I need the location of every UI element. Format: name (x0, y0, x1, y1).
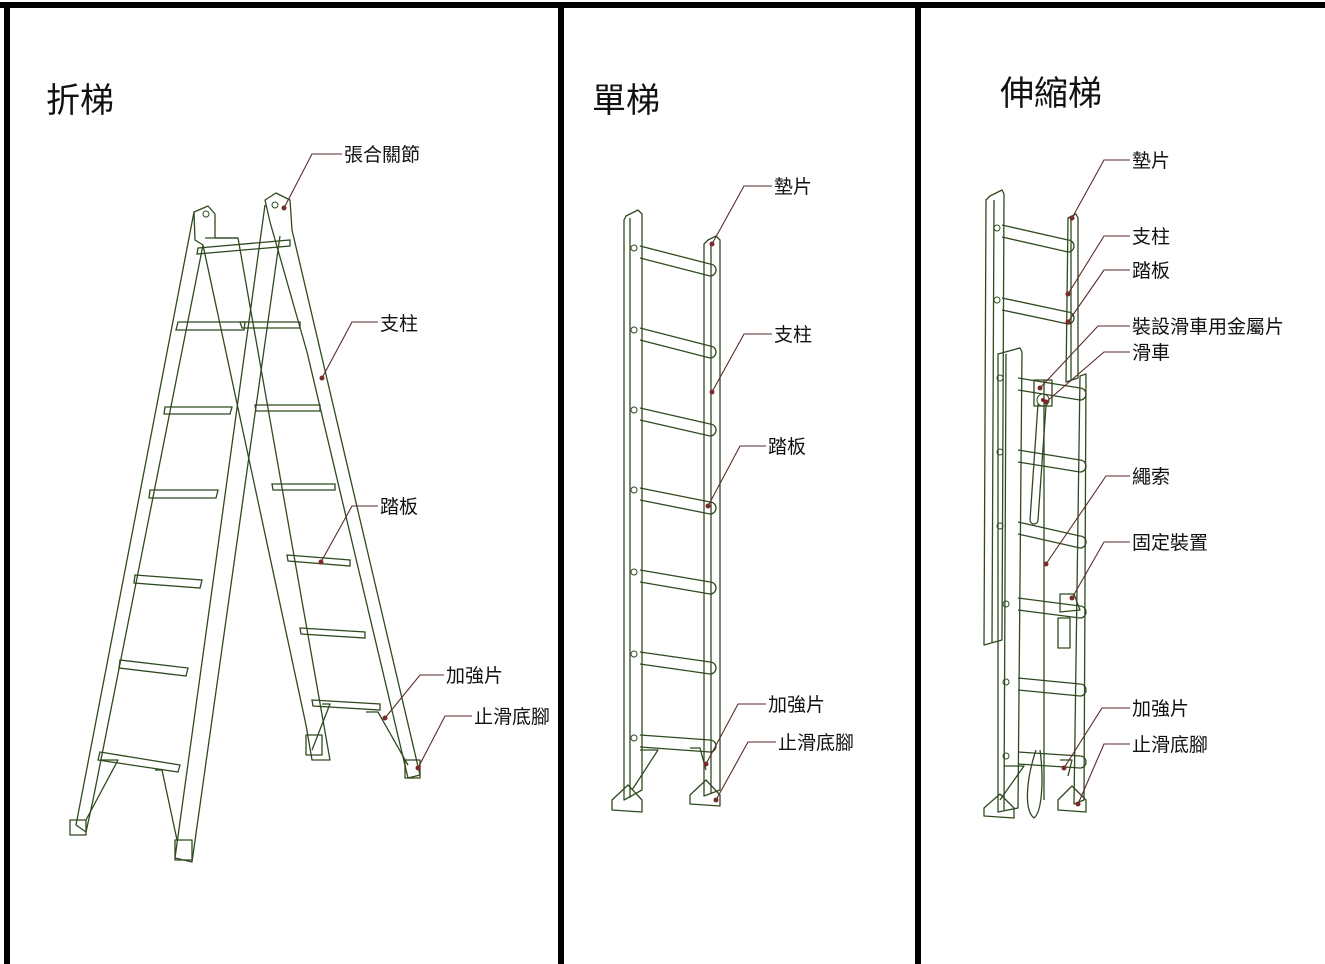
panel-title-folding: 折梯 (46, 81, 114, 121)
fly-right-rail (1065, 213, 1079, 383)
front-left-foot (69, 819, 87, 836)
panel-single-ladder: 單梯 (592, 81, 854, 813)
label-brace-ext: 加強片 (1132, 698, 1189, 720)
front-step-3 (148, 489, 219, 499)
front-right-rail (264, 192, 421, 779)
single-left-rail (623, 209, 643, 801)
ext-right-brace (1060, 759, 1073, 777)
front-right-brace (155, 769, 178, 841)
callout-pulley: 滑車 (1043, 342, 1170, 405)
label-step-ext: 踏板 (1132, 260, 1170, 282)
front-left-brace (85, 759, 119, 821)
panel-title-extension: 伸縮梯 (1000, 74, 1102, 114)
back-right-rail (193, 205, 331, 761)
callout-hinge: 張合關節 (281, 144, 420, 211)
callout-brace-ext: 加強片 (1061, 698, 1189, 771)
rope-upper (1029, 403, 1047, 525)
callout-pad-single: 墊片 (709, 176, 812, 247)
base-rungs (996, 374, 1087, 769)
back-step-7 (311, 699, 381, 711)
label-rope: 繩索 (1132, 466, 1170, 488)
lock-plate (1057, 617, 1071, 649)
back-left-rail (75, 211, 204, 833)
callout-pulley-bracket: 裝設滑車用金屬片 (1037, 316, 1284, 391)
hinge-bolt-front (271, 201, 279, 209)
single-right-foot (689, 779, 721, 807)
callout-rail-folding: 支柱 (319, 313, 418, 381)
callout-lock: 固定裝置 (1069, 532, 1208, 601)
back-right-foot (404, 759, 421, 779)
single-bolts (630, 244, 638, 742)
callout-rail-ext: 支柱 (1065, 226, 1170, 297)
single-left-foot (611, 784, 643, 813)
single-right-rail (703, 235, 721, 797)
lock-device (1059, 593, 1081, 613)
fly-left-rail (983, 189, 1005, 646)
single-rungs (639, 245, 717, 753)
ext-left-brace (999, 765, 1025, 801)
panel-folding-ladder: 折梯 (46, 81, 550, 863)
front-step-1 (175, 321, 246, 331)
callout-step-folding: 踏板 (318, 496, 418, 565)
callout-foot-folding: 止滑底腳 (415, 706, 550, 771)
back-right-brace (366, 711, 409, 766)
label-brace-single: 加強片 (768, 694, 825, 716)
single-left-brace (631, 749, 659, 791)
back-step-3 (254, 404, 321, 412)
front-step-5 (118, 659, 189, 677)
back-step-5 (286, 554, 351, 567)
fly-rungs (993, 224, 1075, 325)
back-step-6 (299, 627, 366, 639)
front-step-4 (133, 574, 203, 589)
extension-ladder-drawing (983, 189, 1087, 819)
callout-pad-ext: 墊片 (1069, 150, 1170, 221)
label-rail-folding: 支柱 (380, 313, 418, 335)
callout-step-ext: 踏板 (1065, 260, 1170, 325)
callout-rail-single: 支柱 (709, 324, 812, 395)
ext-right-foot (1057, 785, 1087, 813)
label-pulley-bracket: 裝設滑車用金屬片 (1132, 316, 1284, 338)
label-foot-single: 止滑底腳 (778, 732, 854, 754)
label-pad-ext: 墊片 (1132, 150, 1170, 172)
panel-title-single: 單梯 (592, 81, 660, 121)
callout-rope: 繩索 (1043, 466, 1170, 567)
back-left-foot (305, 734, 323, 756)
base-right-rail (1073, 373, 1087, 805)
folding-ladder-drawing (69, 192, 421, 863)
label-hinge: 張合關節 (344, 144, 420, 166)
back-step-2 (239, 321, 301, 329)
front-right-foot (174, 839, 193, 861)
ext-left-foot (983, 793, 1015, 819)
label-lock: 固定裝置 (1132, 532, 1208, 554)
callout-brace-folding: 加強片 (382, 665, 503, 721)
single-ladder-drawing (611, 209, 721, 813)
label-pulley: 滑車 (1132, 342, 1170, 364)
front-step-6 (97, 751, 181, 773)
label-foot-ext: 止滑底腳 (1132, 734, 1208, 756)
label-brace-folding: 加強片 (446, 665, 503, 687)
front-step-2 (163, 406, 233, 415)
callout-foot-ext: 止滑底腳 (1075, 734, 1208, 807)
hinge-bolt-back (202, 210, 210, 218)
panel-extension-ladder: 伸縮梯 (983, 74, 1284, 819)
callout-brace-single: 加強片 (703, 694, 825, 767)
callout-step-single: 踏板 (705, 436, 806, 509)
label-pad-single: 墊片 (774, 176, 812, 198)
label-foot-folding: 止滑底腳 (474, 706, 550, 728)
base-left-rail (997, 347, 1023, 813)
label-rail-ext: 支柱 (1132, 226, 1170, 248)
label-step-folding: 踏板 (380, 496, 418, 518)
callout-foot-single: 止滑底腳 (713, 732, 854, 803)
label-rail-single: 支柱 (774, 324, 812, 346)
label-step-single: 踏板 (768, 436, 806, 458)
back-step-1 (196, 239, 291, 255)
back-step-4 (271, 483, 336, 491)
rope-lower (1026, 749, 1043, 819)
